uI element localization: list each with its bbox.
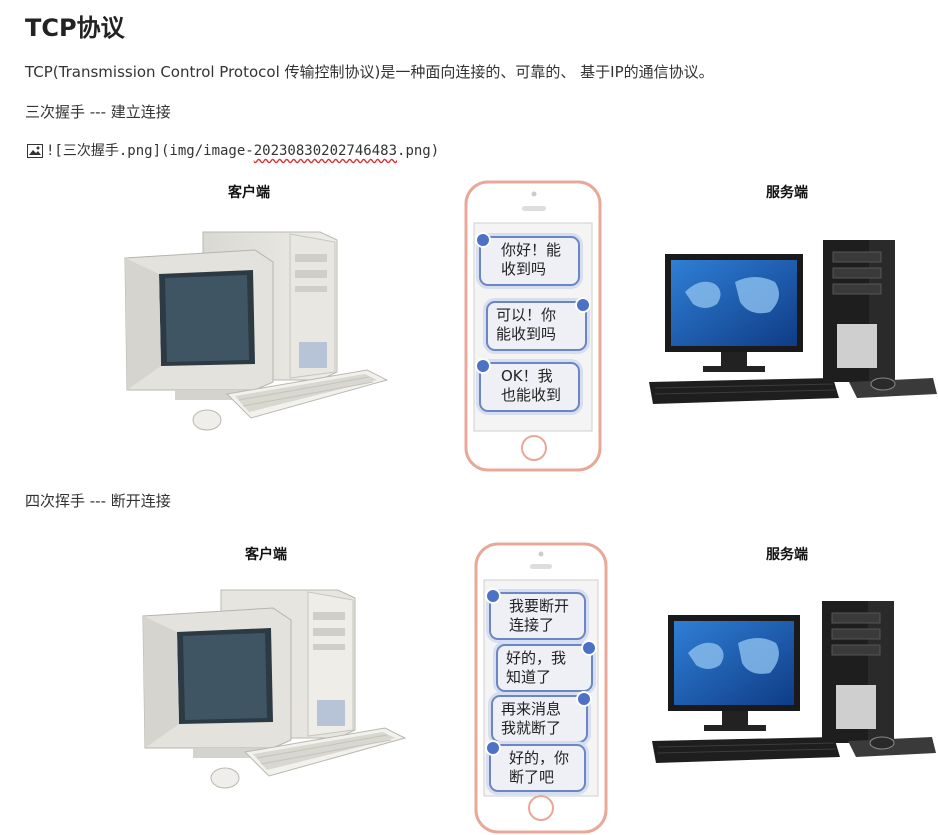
message-line: 好的，你	[509, 749, 570, 767]
message-line: OK！我	[501, 367, 553, 385]
client-computer-icon	[142, 589, 407, 789]
message-bubble: OK！我 也能收到	[475, 358, 580, 412]
message-bubble: 你好！能 收到吗	[475, 232, 580, 286]
message-line: 你好！能	[501, 241, 562, 259]
broken-image-icon	[27, 144, 43, 162]
message-line: 好的，我	[506, 649, 567, 667]
message-line: 可以！你	[496, 306, 557, 324]
message-line: 断了吧	[509, 768, 555, 786]
message-line: 我就断了	[501, 719, 562, 737]
client-computer-icon	[124, 231, 389, 431]
message-bubble: 再来消息 我就断了	[491, 691, 592, 743]
wave-diagram: 客户端 服务端 我要断开 连接了 好的，我 知道了 再来	[0, 540, 938, 835]
handshake-heading: 三次握手 --- 建立连接	[25, 103, 171, 121]
image-ref-prefix: ![三次握手.png](img/image-	[46, 143, 254, 159]
image-reference[interactable]: ![三次握手.png](img/image-20230830202746483.…	[27, 140, 439, 162]
message-line: 知道了	[506, 668, 552, 686]
message-line: 能收到吗	[496, 325, 557, 343]
message-line: 收到吗	[501, 260, 547, 278]
client-label: 客户端	[228, 185, 270, 201]
client-label: 客户端	[245, 547, 287, 563]
message-bubble: 可以！你 能收到吗	[486, 297, 591, 351]
message-line: 再来消息	[501, 700, 562, 718]
message-bubble: 好的，我 知道了	[496, 640, 597, 692]
page-title: TCP协议	[25, 14, 125, 42]
message-bubble: 我要断开 连接了	[485, 588, 586, 640]
message-line: 我要断开	[509, 597, 570, 615]
message-line: 连接了	[509, 616, 555, 634]
server-label: 服务端	[766, 185, 808, 201]
message-line: 也能收到	[501, 386, 562, 404]
image-ref-suffix: .png)	[397, 143, 440, 159]
wave-heading: 四次挥手 --- 断开连接	[25, 492, 171, 510]
server-label: 服务端	[766, 547, 808, 563]
server-computer-icon	[649, 240, 937, 404]
handshake-diagram: 客户端 服务端 你好！能 收到吗	[0, 178, 938, 473]
message-bubble: 好的，你 断了吧	[485, 740, 586, 792]
image-ref-filename: 20230830202746483	[253, 143, 398, 159]
intro-paragraph: TCP(Transmission Control Protocol 传输控制协议…	[25, 63, 714, 81]
server-computer-icon	[652, 601, 936, 763]
